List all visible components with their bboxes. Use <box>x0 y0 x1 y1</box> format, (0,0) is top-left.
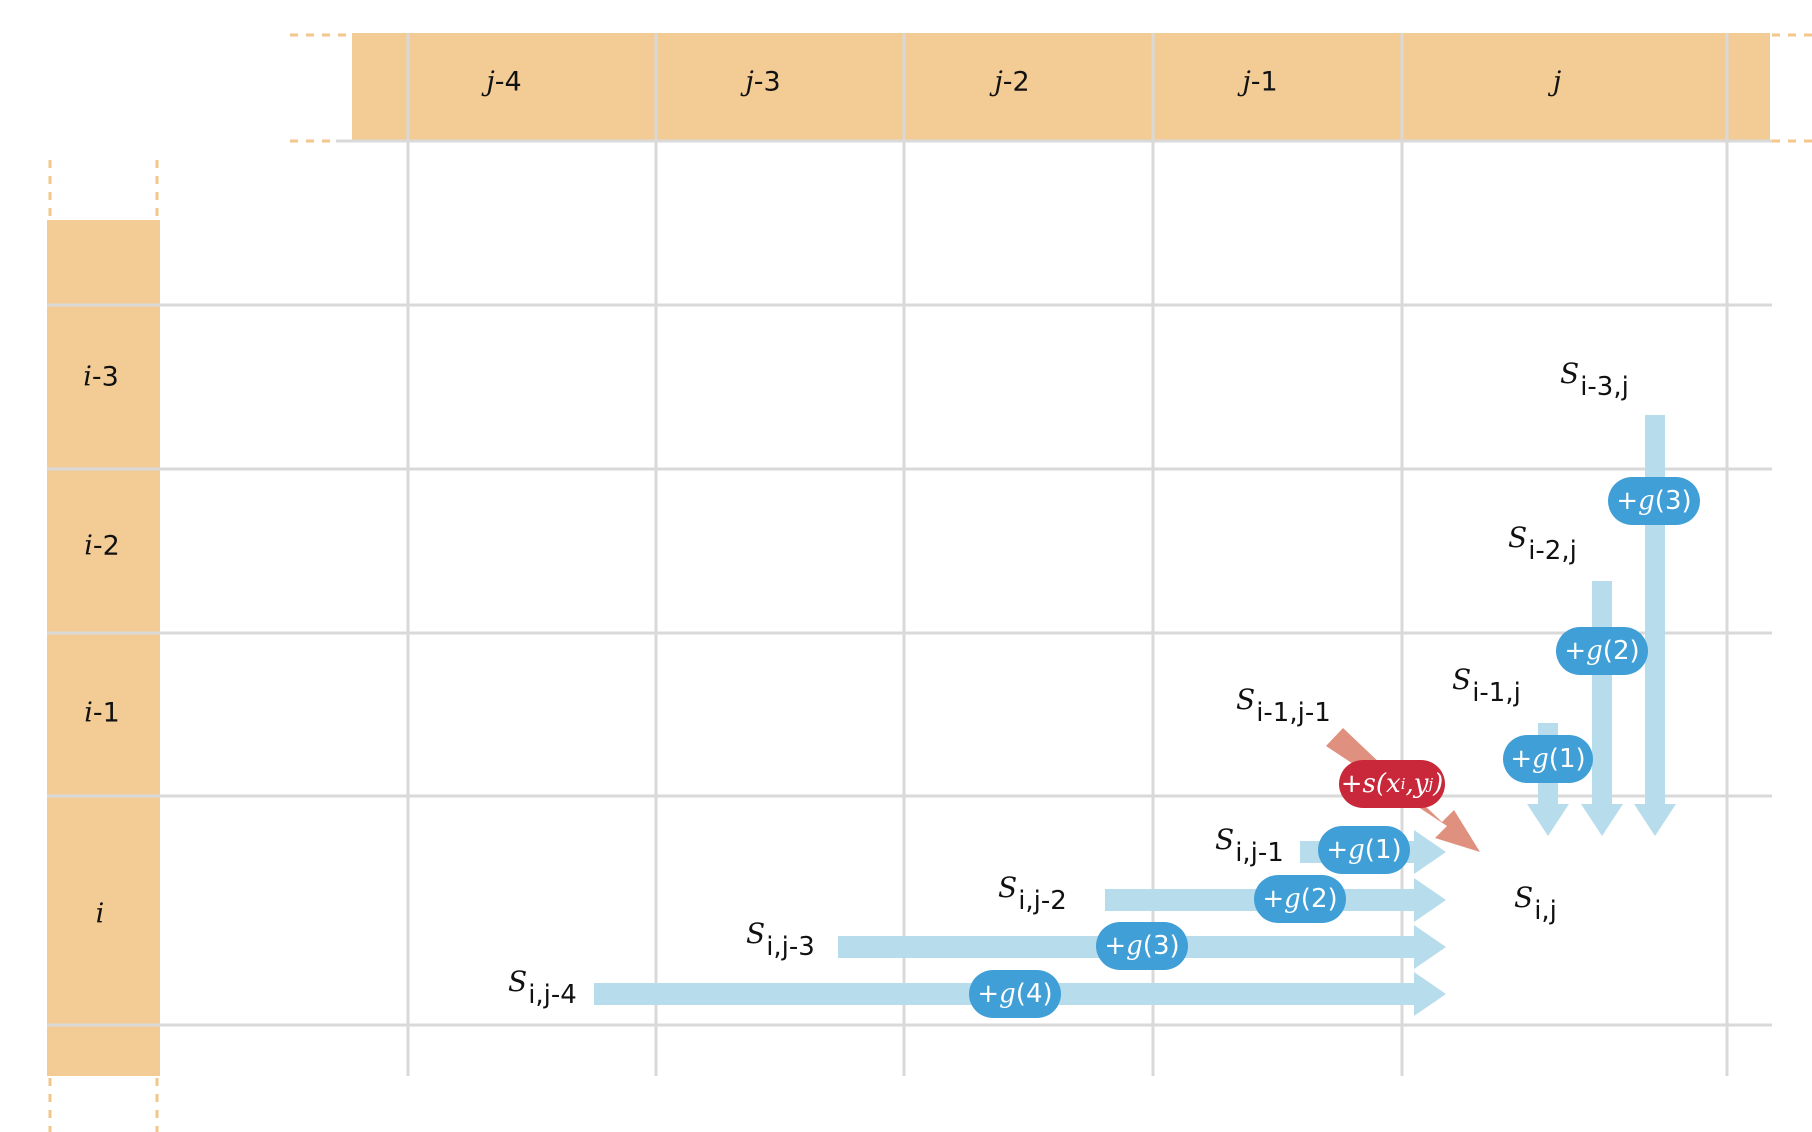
score-s-i-3-j: Si-3,j <box>1560 357 1629 402</box>
dashed-continuation-marks <box>48 33 1812 1132</box>
column-header-j-3: j-3 <box>745 66 781 98</box>
gap-pill-g1-horizontal: +g(1) <box>1318 826 1410 874</box>
column-header-j-2: j-2 <box>994 66 1030 98</box>
row-header-i: i <box>95 898 105 930</box>
gap-pill-g1-vertical: +g(1) <box>1503 735 1593 783</box>
row-header-band <box>47 220 160 1076</box>
column-header-j: j <box>1552 66 1562 98</box>
row-header-i-1: i-1 <box>84 697 120 729</box>
score-s-i-1-j: Si-1,j <box>1452 663 1521 708</box>
gap-pill-g2-vertical: +g(2) <box>1556 627 1648 675</box>
score-s-i-j-2: Si,j-2 <box>998 871 1067 916</box>
gap-pill-g3-vertical: +g(3) <box>1608 477 1700 525</box>
score-s-i-1-j-1: Si-1,j-1 <box>1236 683 1331 728</box>
score-s-i-2-j: Si-2,j <box>1508 521 1577 566</box>
score-s-i-j: Si,j <box>1514 881 1557 926</box>
gap-pill-g4-horizontal: +g(4) <box>969 970 1061 1018</box>
arrow-g2-vertical <box>1581 581 1623 836</box>
column-header-j-1: j-1 <box>1242 66 1278 98</box>
score-s-i-j-4: Si,j-4 <box>508 965 577 1010</box>
gap-pill-g2-horizontal: +g(2) <box>1254 875 1346 923</box>
grid-lines <box>47 33 1772 1076</box>
row-header-i-3: i-3 <box>83 361 119 393</box>
gap-pill-g3-horizontal: +g(3) <box>1096 922 1188 970</box>
score-s-i-j-3: Si,j-3 <box>746 917 815 962</box>
arrow-g3-vertical <box>1634 415 1676 836</box>
score-s-i-j-1: Si,j-1 <box>1215 823 1284 868</box>
column-header-band <box>352 33 1770 141</box>
row-header-i-2: i-2 <box>84 530 120 562</box>
column-header-j-4: j-4 <box>486 66 522 98</box>
